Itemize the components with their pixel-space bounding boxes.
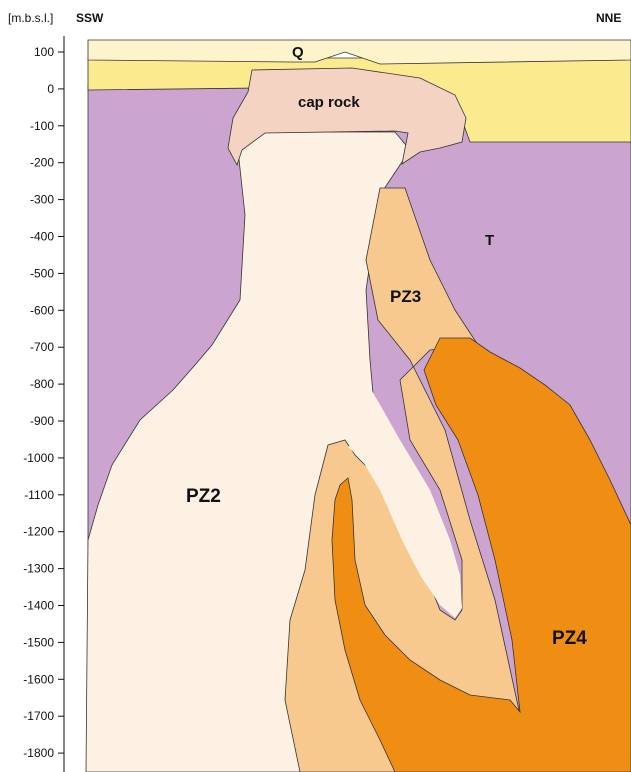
- axis-tick-label: -400: [30, 230, 54, 244]
- axis-tick-label: -800: [30, 377, 54, 391]
- axis-tick-label: -1700: [23, 709, 54, 723]
- axis-tick-label: -900: [30, 414, 54, 428]
- axis-tick-label: -300: [30, 193, 54, 207]
- depth-axis-ticks: 100 0 -100 -200 -300 -400 -500 -600 -700 -800 -900…: [23, 45, 64, 760]
- axis-tick-label: -100: [30, 119, 54, 133]
- axis-tick-label: -1300: [23, 562, 54, 576]
- axis-tick-label: -1800: [23, 746, 54, 760]
- label-cap-rock: cap rock: [298, 94, 360, 111]
- axis-tick-label: 0: [47, 82, 54, 96]
- axis-tick-label: -1000: [23, 451, 54, 465]
- axis-tick-label: -1500: [23, 635, 54, 649]
- axis-tick-label: 100: [34, 45, 54, 59]
- direction-right-label: NNE: [596, 11, 621, 25]
- axis-tick-label: -1400: [23, 599, 54, 613]
- axis-tick-label: -700: [30, 340, 54, 354]
- axis-tick-label: -200: [30, 156, 54, 170]
- axis-tick-label: -1200: [23, 525, 54, 539]
- label-pz2: PZ2: [186, 486, 221, 507]
- label-triassic: T: [485, 232, 494, 249]
- axis-tick-label: -1100: [24, 488, 54, 502]
- axis-tick-label: -600: [30, 303, 54, 317]
- direction-left-label: SSW: [76, 11, 104, 25]
- axis-tick-label: -500: [30, 266, 54, 280]
- axis-unit-label: [m.b.s.l.]: [8, 11, 53, 25]
- label-pz4: PZ4: [552, 628, 587, 649]
- axis-tick-label: -1600: [23, 672, 54, 686]
- label-pz3: PZ3: [390, 287, 421, 306]
- label-quaternary: Q: [292, 44, 304, 61]
